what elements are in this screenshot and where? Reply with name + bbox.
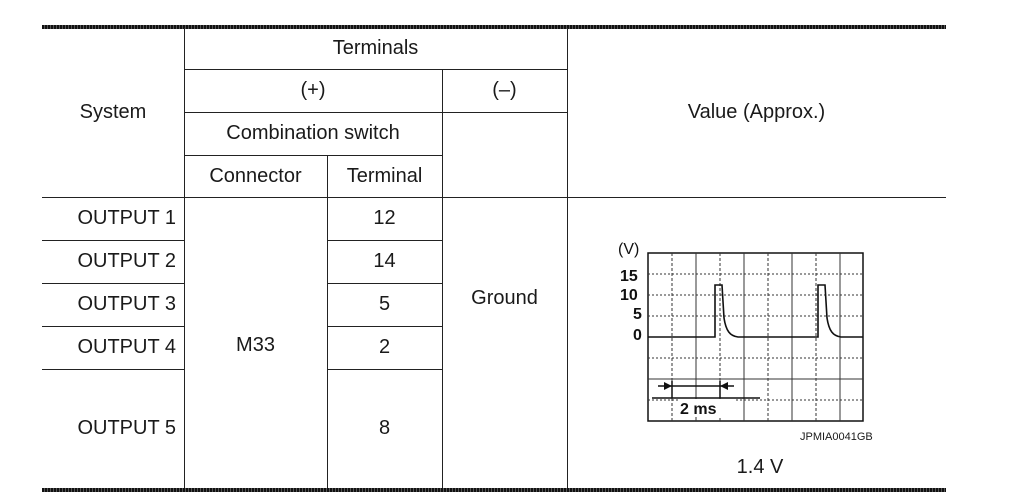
system-cell: OUTPUT 1: [77, 207, 176, 229]
grid-line: [184, 28, 185, 488]
grid-line: [327, 155, 328, 488]
waveform-ytick: 10: [620, 287, 638, 304]
grid-line: [184, 112, 567, 113]
system-cell: OUTPUT 5: [77, 417, 176, 439]
grid-line: [327, 326, 442, 327]
terminal-cell: 14: [373, 250, 396, 272]
system-cell: OUTPUT 4: [77, 336, 176, 358]
grid-line: [327, 240, 442, 241]
grid-line: [42, 240, 184, 241]
connector-cell: M33: [236, 333, 275, 356]
value-text: 1.4 V: [736, 455, 784, 478]
ground-cell: Ground: [471, 286, 538, 309]
arrow-right-icon: [664, 382, 672, 390]
header-combination-switch: Combination switch: [226, 122, 400, 144]
waveform-ytick: 5: [633, 306, 642, 323]
header-minus: (–): [492, 79, 517, 101]
grid-line: [327, 369, 442, 370]
waveform-figure: (V) 15 10 5 0 2 ms: [618, 241, 864, 422]
header-terminals: Terminals: [332, 37, 419, 59]
grid-line: [567, 28, 568, 488]
waveform-trace: [648, 284, 863, 338]
arrow-left-icon: [720, 382, 728, 390]
waveform-unit-label: (V): [618, 241, 639, 258]
system-cell: OUTPUT 2: [77, 250, 176, 272]
table-top-rule: [42, 25, 946, 29]
terminal-cell: 12: [373, 207, 396, 229]
grid-line: [42, 197, 946, 198]
system-cell: OUTPUT 3: [77, 293, 176, 315]
table-bottom-rule: [42, 488, 946, 492]
waveform-ytick: 0: [633, 327, 642, 344]
grid-line: [184, 155, 442, 156]
grid-line: [442, 69, 443, 488]
time-label: 2 ms: [680, 401, 717, 418]
header-connector: Connector: [209, 164, 302, 187]
grid-line: [327, 283, 442, 284]
grid-line: [184, 69, 567, 70]
terminal-cell: 8: [378, 417, 391, 439]
header-plus: (+): [300, 79, 326, 101]
header-system: System: [79, 101, 147, 123]
grid-line: [42, 283, 184, 284]
grid-line: [42, 369, 184, 370]
terminal-cell: 2: [378, 336, 391, 358]
waveform-ytick: 15: [620, 268, 638, 285]
figure-code: JPMIA0041GB: [800, 431, 873, 443]
grid-line: [42, 326, 184, 327]
header-value: Value (Approx.): [687, 101, 826, 123]
header-terminal: Terminal: [346, 164, 423, 187]
terminal-cell: 5: [378, 293, 391, 315]
